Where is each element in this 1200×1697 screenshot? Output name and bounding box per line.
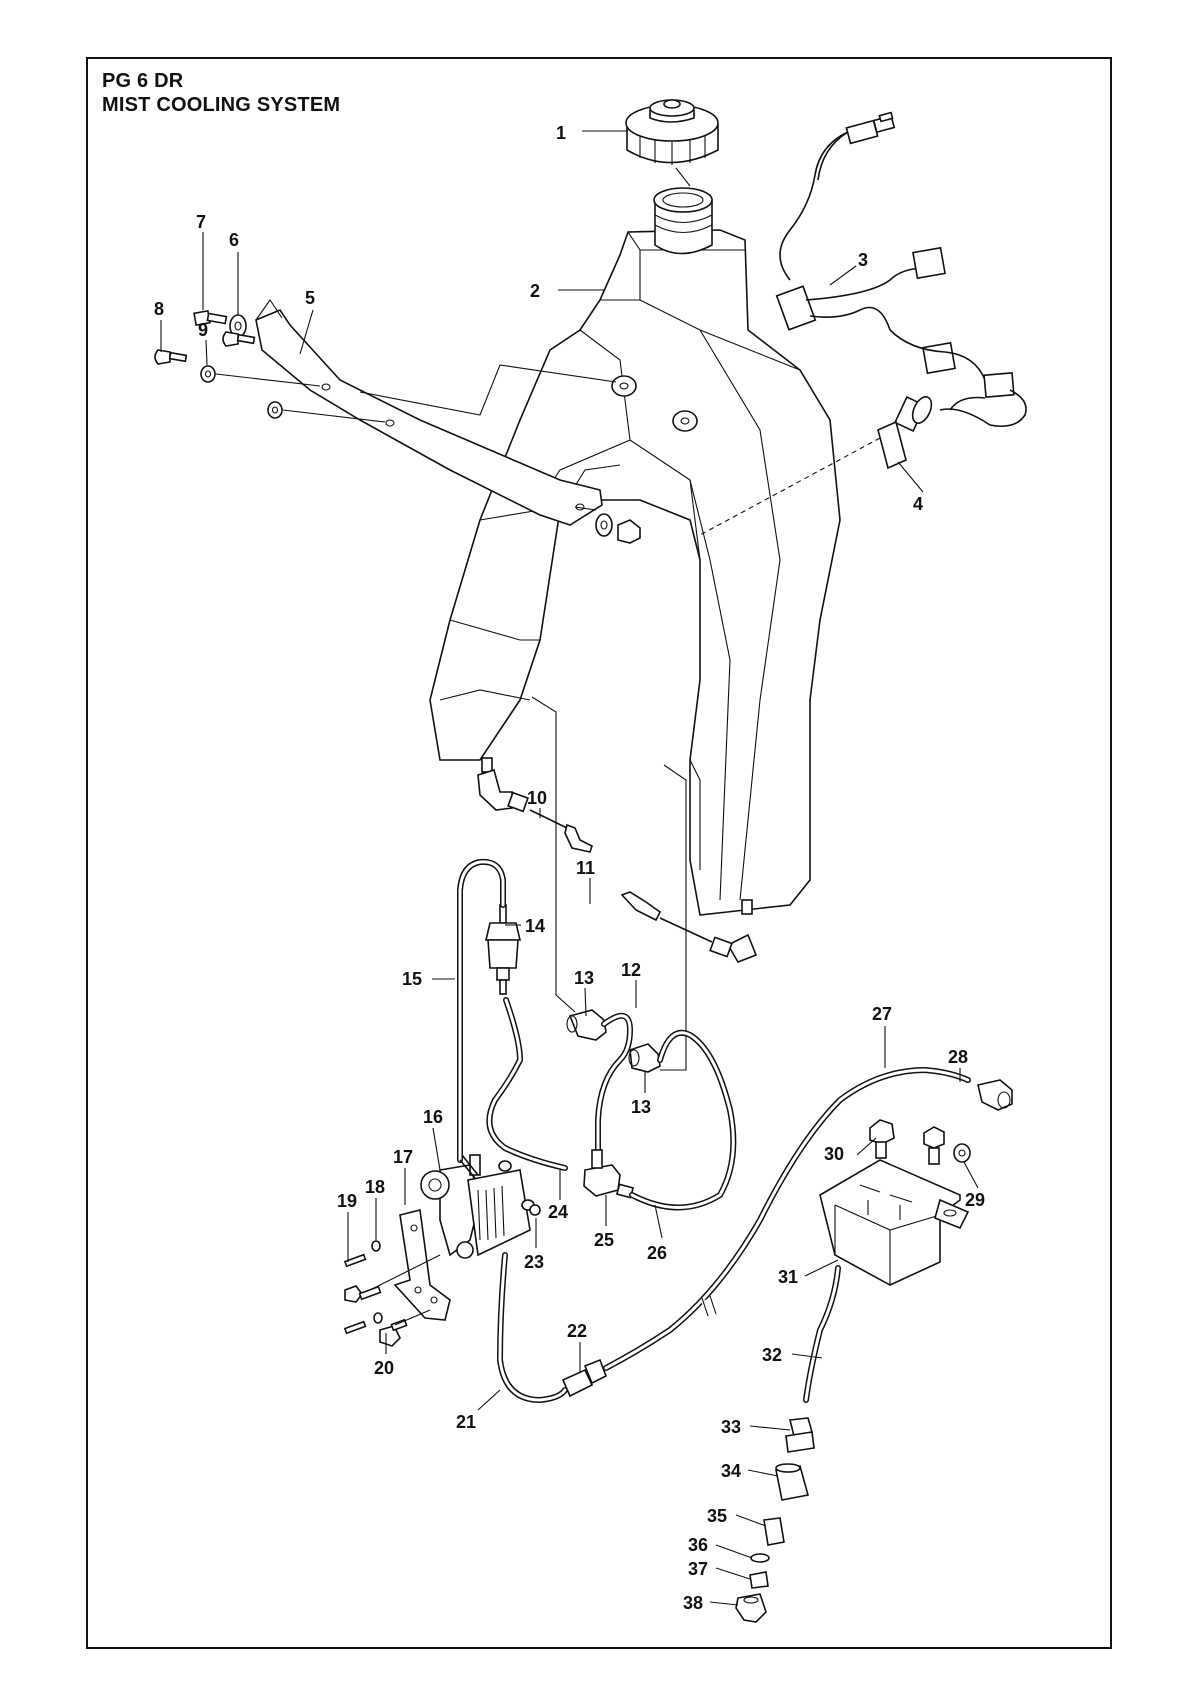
callout-33: 33 bbox=[721, 1417, 741, 1437]
callout-14: 14 bbox=[525, 916, 545, 936]
tank-filler-neck bbox=[653, 187, 713, 255]
tank-grommets bbox=[611, 375, 698, 432]
callout-13b: 13 bbox=[631, 1097, 651, 1117]
bracket-fasteners bbox=[154, 309, 641, 544]
elbow-fitting-28 bbox=[977, 1079, 1013, 1111]
callout-37: 37 bbox=[688, 1559, 708, 1579]
callout-9: 9 bbox=[198, 320, 208, 340]
callout-32: 32 bbox=[762, 1345, 782, 1365]
holder-fasteners bbox=[869, 1119, 971, 1165]
model-title: PG 6 DR bbox=[102, 70, 184, 92]
callout-leader-lines bbox=[160, 130, 979, 1606]
callout-10: 10 bbox=[527, 788, 547, 808]
callout-22: 22 bbox=[567, 1321, 587, 1341]
callout-15: 15 bbox=[402, 969, 422, 989]
water-tank bbox=[429, 229, 841, 916]
callout-20: 20 bbox=[374, 1358, 394, 1378]
callout-23: 23 bbox=[524, 1252, 544, 1272]
callout-26: 26 bbox=[647, 1243, 667, 1263]
callout-13a: 13 bbox=[574, 968, 594, 988]
page-border bbox=[86, 57, 1112, 1649]
callout-1: 1 bbox=[556, 123, 566, 143]
hose-32 bbox=[803, 1265, 841, 1403]
callout-31: 31 bbox=[778, 1267, 798, 1287]
callout-27: 27 bbox=[872, 1004, 892, 1024]
callout-16: 16 bbox=[423, 1107, 443, 1127]
bracket-leader-lines bbox=[215, 364, 617, 511]
tee-fitting bbox=[583, 1149, 635, 1199]
callout-3: 3 bbox=[858, 250, 868, 270]
callout-29: 29 bbox=[965, 1190, 985, 1210]
callout-30: 30 bbox=[824, 1144, 844, 1164]
inline-filter bbox=[484, 904, 522, 995]
callout-36: 36 bbox=[688, 1535, 708, 1555]
callout-38: 38 bbox=[683, 1593, 703, 1613]
sensor-dashed-line bbox=[699, 437, 881, 536]
hose-15 bbox=[457, 858, 506, 1163]
callout-25: 25 bbox=[594, 1230, 614, 1250]
callout-28: 28 bbox=[948, 1047, 968, 1067]
cap-alignment-line bbox=[675, 167, 691, 187]
callout-8: 8 bbox=[154, 299, 164, 319]
callout-4: 4 bbox=[913, 494, 923, 514]
sensor-harness bbox=[775, 111, 1027, 428]
pump-leader-lines bbox=[369, 1254, 441, 1326]
callout-12: 12 bbox=[621, 960, 641, 980]
elbow-fitting-13a bbox=[566, 1009, 607, 1041]
pump-mount-bracket bbox=[393, 1209, 451, 1321]
callout-6: 6 bbox=[229, 230, 239, 250]
callout-11: 11 bbox=[576, 858, 595, 878]
callout-24: 24 bbox=[548, 1202, 568, 1222]
hose-break bbox=[701, 1298, 716, 1320]
callout-21: 21 bbox=[456, 1412, 476, 1432]
section-title: MIST COOLING SYSTEM bbox=[102, 94, 341, 116]
callout-34: 34 bbox=[721, 1461, 741, 1481]
hose-coupler bbox=[561, 1358, 608, 1398]
hose-21 bbox=[496, 1252, 568, 1404]
level-sensor bbox=[877, 396, 986, 470]
callout-2: 2 bbox=[530, 281, 540, 301]
elbow-fitting-13b bbox=[628, 1043, 661, 1073]
tank-cap bbox=[625, 99, 719, 165]
nozzle-stack bbox=[735, 1417, 815, 1623]
callout-5: 5 bbox=[305, 288, 315, 308]
tank-outlet-fittings bbox=[477, 757, 758, 963]
callout-17: 17 bbox=[393, 1147, 413, 1167]
tank-bracket bbox=[255, 299, 603, 526]
tank-drop-line-left bbox=[531, 696, 576, 1013]
nozzle-holder bbox=[819, 1159, 970, 1286]
pump-fasteners bbox=[343, 1204, 541, 1347]
callout-7: 7 bbox=[196, 212, 206, 232]
pump-assembly bbox=[420, 1154, 535, 1259]
callout-35: 35 bbox=[707, 1506, 727, 1526]
callout-numbers: 1 2 3 4 5 6 7 8 9 10 11 12 13 13 14 15 1… bbox=[154, 123, 985, 1613]
callout-19: 19 bbox=[337, 1191, 357, 1211]
tank-drop-line-right bbox=[660, 764, 687, 1071]
callout-18: 18 bbox=[365, 1177, 385, 1197]
